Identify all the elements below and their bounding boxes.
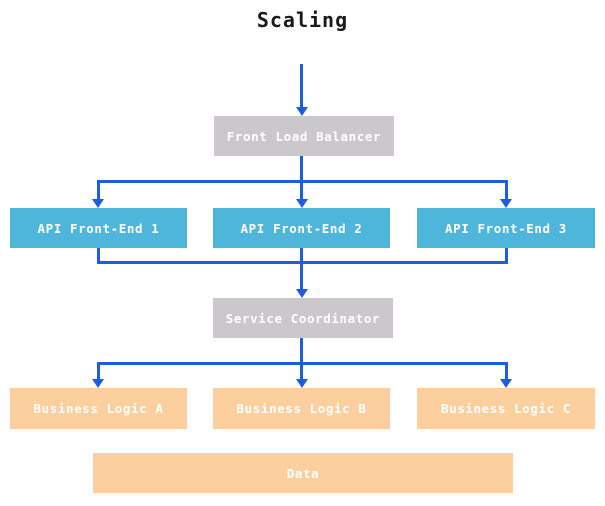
diagram-title: Scaling [256,8,349,32]
edge-flb-to-api3-line [505,180,508,199]
node-api-front-end-1-label: API Front-End 1 [37,220,160,236]
edge-sc-to-bla-arrowhead-icon [92,379,104,388]
node-service-coordinator: Service Coordinator [213,298,393,338]
node-business-logic-c-label: Business Logic C [440,401,571,416]
edge-api2-to-sc-line [300,248,303,289]
edge-sc-to-blb-line [300,338,303,379]
node-data-label: Data [286,465,320,481]
node-business-logic-b-label: Business Logic B [236,401,367,416]
node-api-front-end-3: API Front-End 3 [417,208,595,248]
edge-flb-to-api3-arrowhead-icon [500,199,512,208]
edge-top-to-flb-arrowhead-icon [296,107,308,116]
node-api-front-end-3-label: API Front-End 3 [445,220,567,236]
node-api-front-end-2: API Front-End 2 [213,208,390,248]
node-business-logic-c: Business Logic C [417,388,595,429]
edge-sc-to-blb-arrowhead-icon [296,379,308,388]
node-api-front-end-2-label: API Front-End 2 [240,220,363,236]
edge-api3-to-sc-line [505,248,508,264]
edge-sc-fanout-line [97,362,508,365]
edge-top-to-flb-line [300,64,303,108]
node-front-load-balancer-label: Front Load Balancer [226,128,382,144]
node-business-logic-a: Business Logic A [10,388,187,429]
edge-api1-to-sc-line [97,248,100,264]
node-front-load-balancer: Front Load Balancer [214,116,394,156]
edge-flb-fanout-line [97,180,508,183]
node-business-logic-a-label: Business Logic A [33,401,164,416]
node-api-front-end-1: API Front-End 1 [10,208,187,248]
node-service-coordinator-label: Service Coordinator [225,310,381,326]
edge-sc-to-blc-arrowhead-icon [500,379,512,388]
edge-flb-to-api1-line [97,180,100,199]
edge-api-to-sc-arrowhead-icon [296,289,308,298]
edge-flb-to-api1-arrowhead-icon [92,199,104,208]
node-business-logic-b: Business Logic B [213,388,390,429]
edge-flb-to-api2-arrowhead-icon [296,199,308,208]
edge-flb-to-api2-line [300,156,303,199]
node-data: Data [93,453,513,493]
edge-sc-to-blc-line [505,362,508,379]
edge-sc-to-bla-line [97,362,100,379]
